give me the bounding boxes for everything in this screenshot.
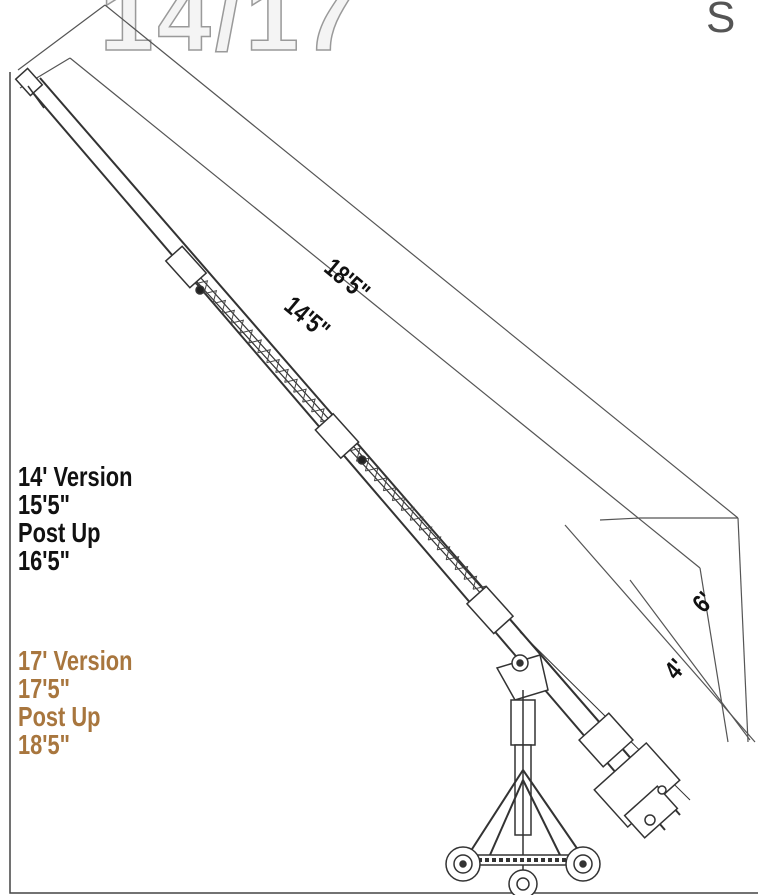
boom-tip <box>14 67 45 109</box>
dimension-outline-14 <box>19 57 756 743</box>
spec-17-post-label: Post Up <box>18 701 101 732</box>
spec-14-version: 14' Version <box>18 461 133 492</box>
product-title: 14/17 <box>99 0 361 71</box>
frame-lines <box>9 72 758 894</box>
spec-17-version: 17' Version <box>18 645 133 676</box>
post-column <box>510 690 536 870</box>
spec-17-post-height: 18'5" <box>18 729 70 760</box>
pivot-head <box>495 654 549 701</box>
tripod-base <box>464 769 586 861</box>
spec-14-post-label: Post Up <box>18 517 101 548</box>
product-title-tail: S <box>706 0 736 42</box>
dimension-outline-18 <box>17 4 749 743</box>
dolly <box>445 846 601 895</box>
boom-clamps <box>164 245 515 635</box>
boom-arm <box>21 77 691 831</box>
spec-14-height: 15'5" <box>18 489 70 520</box>
spec-14-post-height: 16'5" <box>18 545 70 576</box>
spec-17-height: 17'5" <box>18 673 70 704</box>
counterweight <box>578 712 681 839</box>
